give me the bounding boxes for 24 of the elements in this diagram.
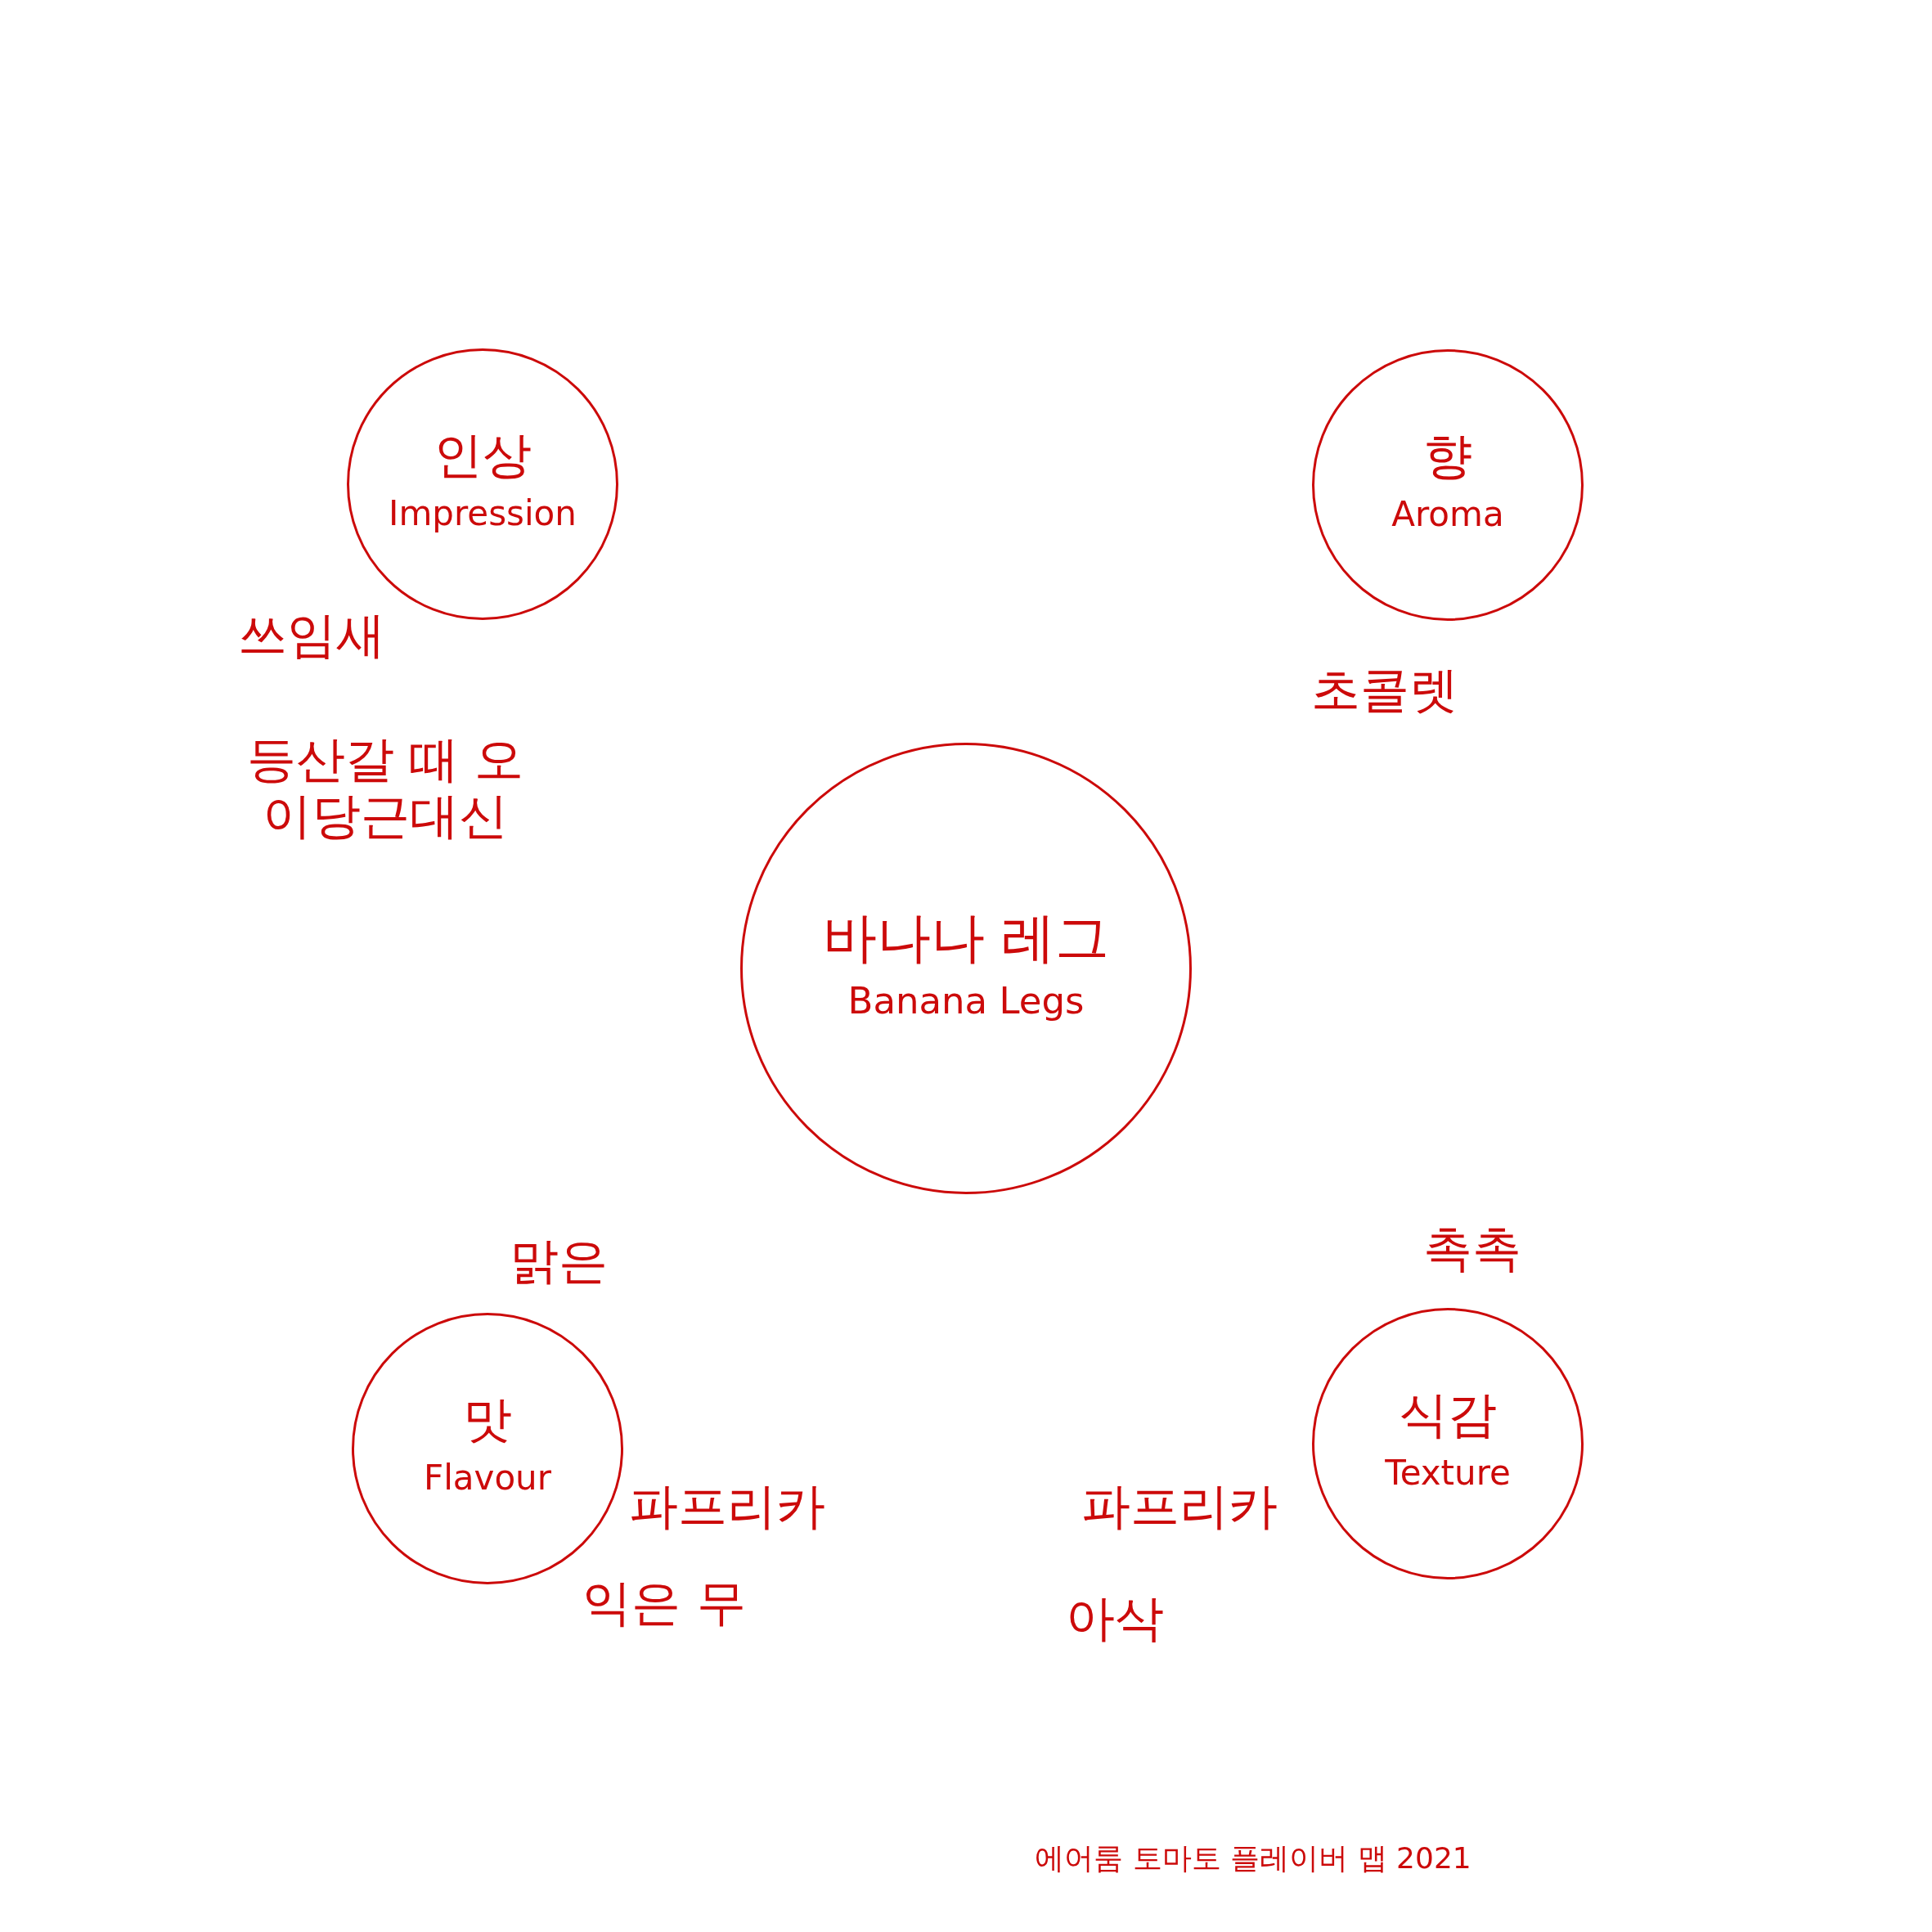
english-heading: Texture [1385,1452,1511,1495]
korean-heading: 맛 [463,1390,512,1450]
category-circle [352,1313,623,1584]
footer-text: 에어룸 토마토 플레이버 맵 2021 [1035,1841,1471,1876]
note-text: 파프리카 [1081,1477,1278,1534]
note-text: 등산갈 때 오이당근대신 [245,731,525,844]
note-text: 맑은 [510,1232,608,1289]
note-text: 초콜렛 [1311,661,1458,718]
category-circle [1312,349,1584,621]
note-text: 익은 무 [582,1574,746,1631]
english-heading: Banana Legs [847,978,1085,1025]
category-circle [740,743,1192,1194]
note-text: 촉촉 [1423,1220,1521,1277]
korean-heading: 인상 [434,425,532,486]
english-heading: Aroma [1391,493,1504,537]
category-circle [1312,1308,1584,1579]
note-text: 파프리카 [629,1477,825,1534]
english-heading: Impression [389,492,577,536]
note-text: 쓰임새 [238,606,385,663]
korean-heading: 식감 [1399,1385,1497,1445]
note-text: 아삭 [1066,1589,1164,1647]
korean-heading: 바나나 레그 [822,905,1110,971]
korean-heading: 향 [1423,426,1472,487]
english-heading: Flavour [424,1457,551,1500]
